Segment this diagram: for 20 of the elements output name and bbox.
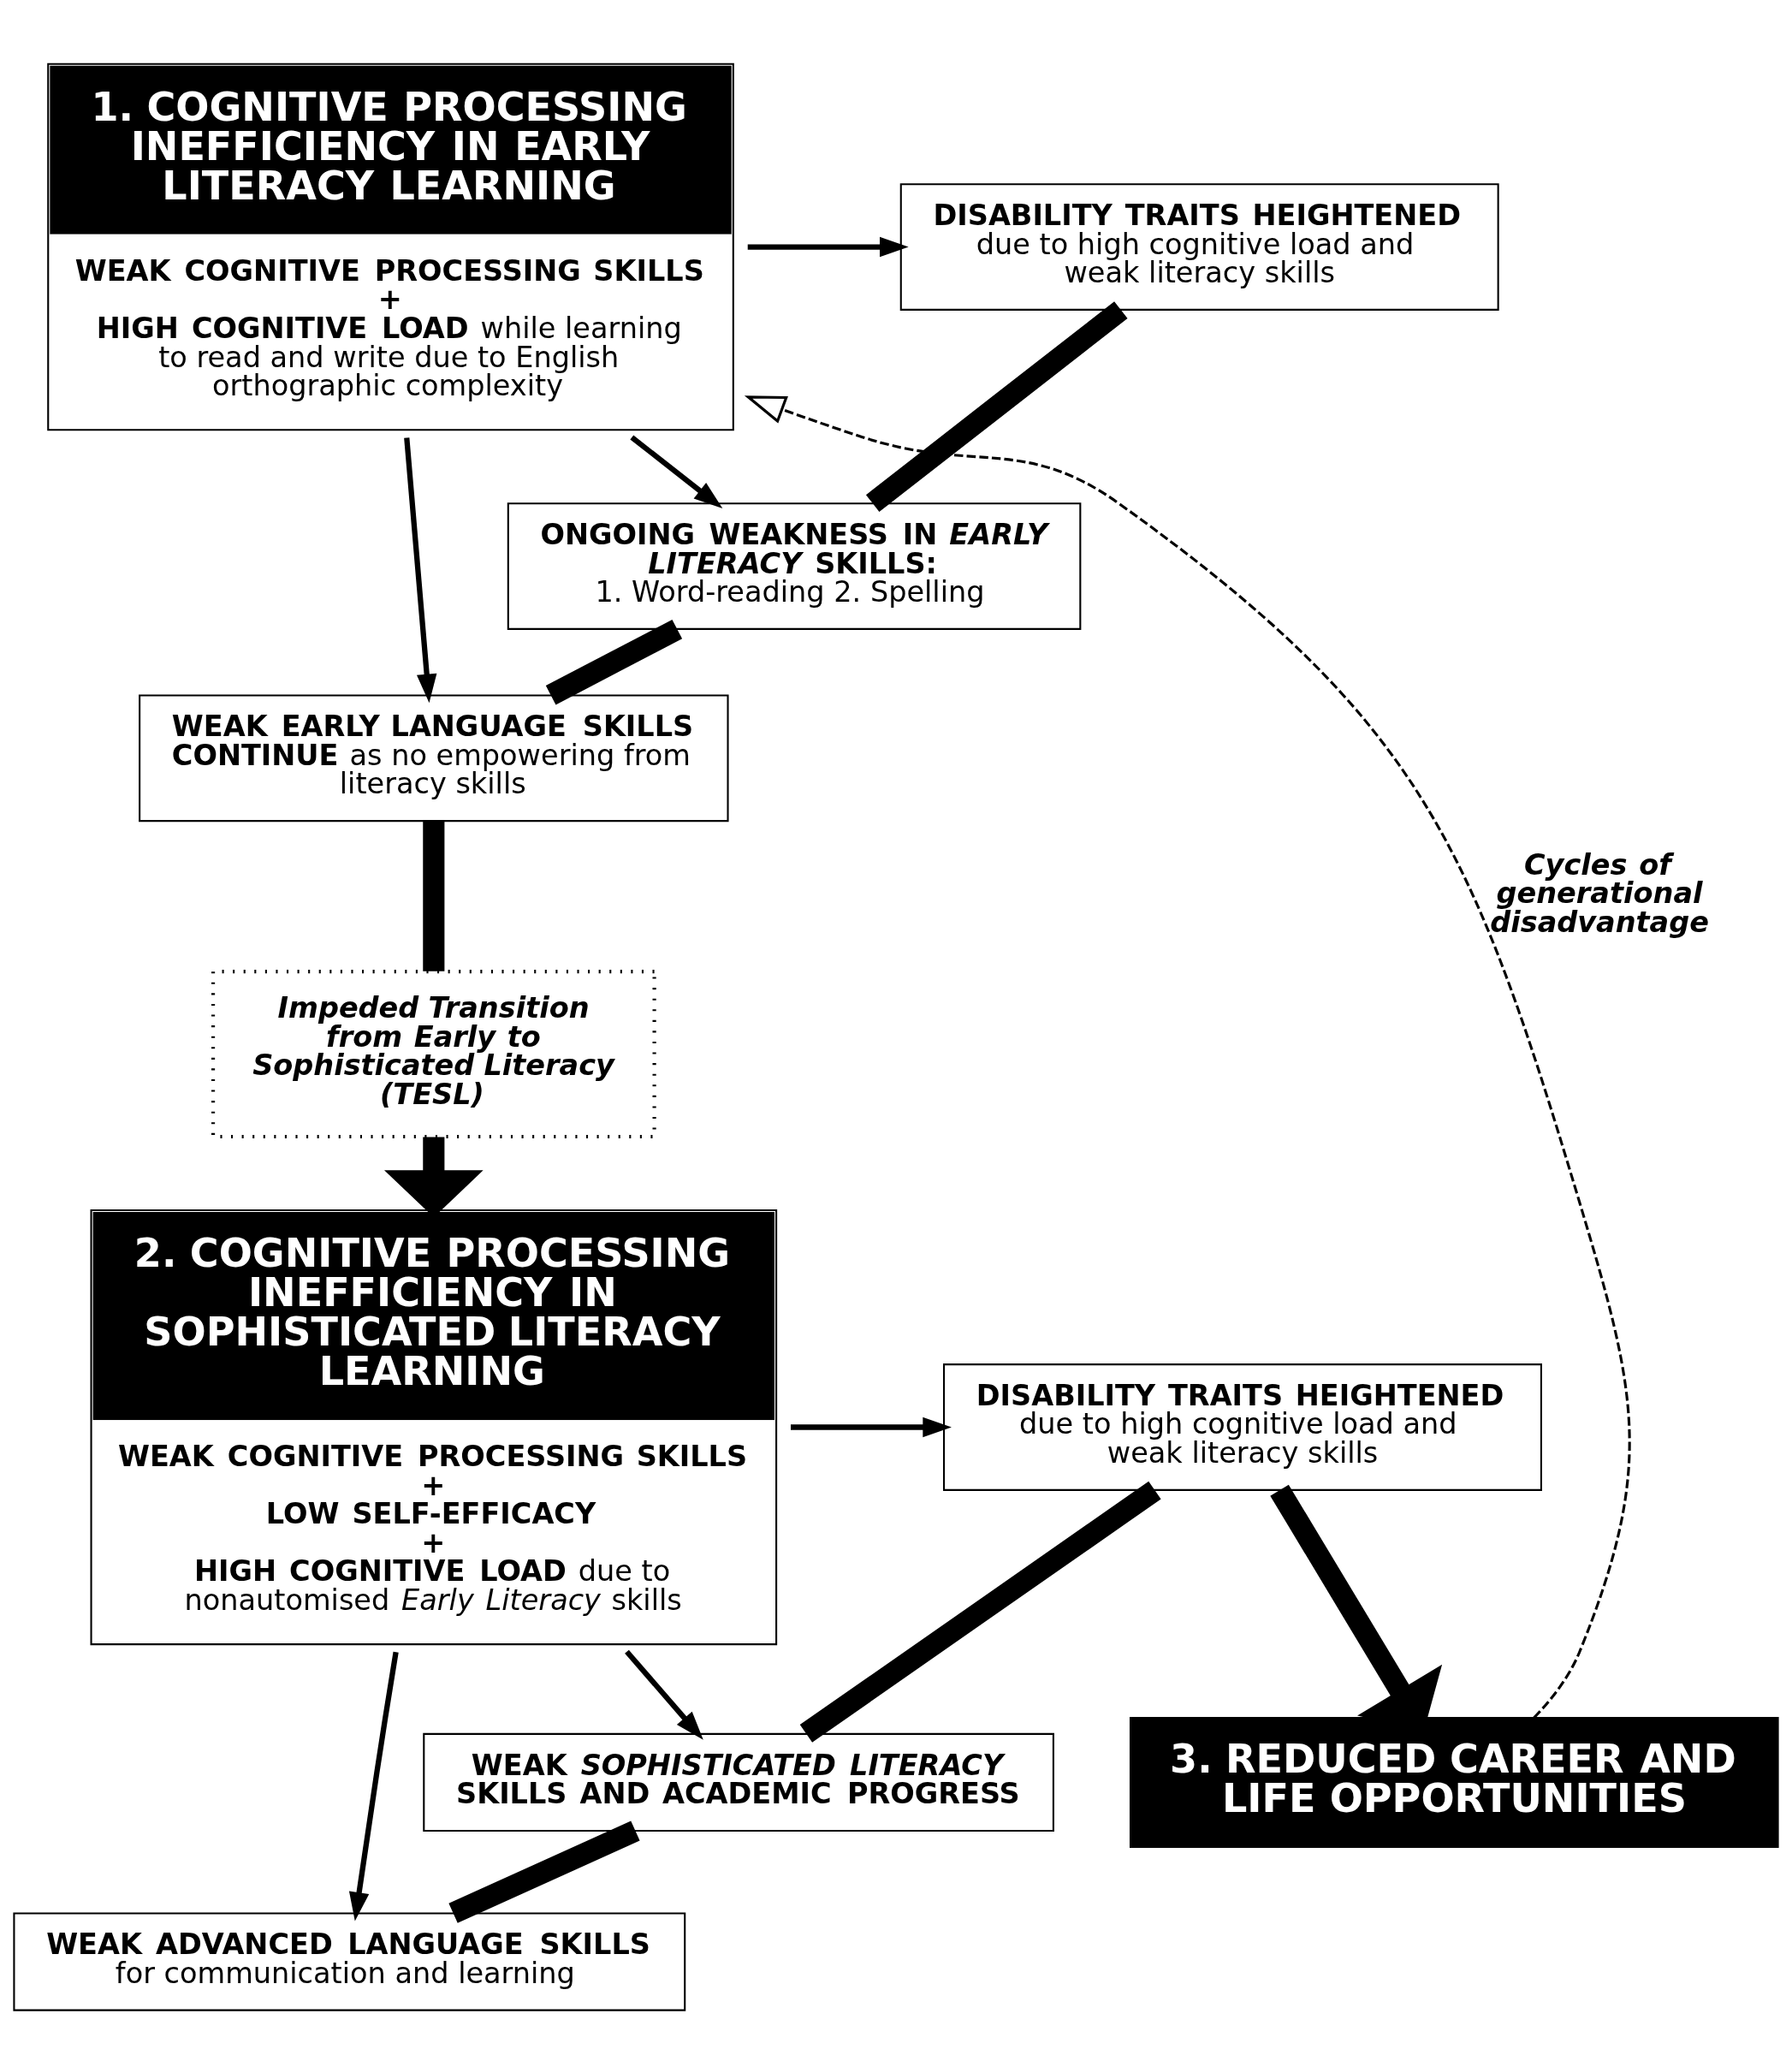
connector <box>423 821 445 971</box>
arrow <box>630 435 723 508</box>
arrow <box>348 1651 399 1921</box>
node-box: WEAK SOPHISTICATED LITERACY SKILLS AND ACADEMIC PROGRESS <box>423 1732 1054 1832</box>
connector <box>799 1481 1161 1743</box>
node-box: DISABILITY TRAITS HEIGHTENED due to high cognitive load and weak literacy skills <box>943 1363 1542 1491</box>
node-box: 3. REDUCED CAREER AND LIFE OPPORTUNITIES <box>1129 1716 1779 1848</box>
node-box: ONGOING WEAKNESS IN EARLY LITERACY SKILLS: 1. Word-reading 2. Spelling <box>507 502 1082 630</box>
arrow <box>404 437 437 704</box>
arrow <box>744 395 1631 1719</box>
arrow <box>625 1649 703 1740</box>
node-box: DISABILITY TRAITS HEIGHTENED due to high cognitive load and weak literacy skills <box>899 183 1499 311</box>
arrow <box>747 236 909 258</box>
node-box: WEAK ADVANCED LANGUAGE SKILLS for communication and learning <box>13 1912 686 2011</box>
connector <box>448 1821 640 1923</box>
connector <box>865 301 1128 513</box>
node-box: Impeded Transition from Early to Sophisticated Literacy (TESL) <box>211 970 656 1139</box>
connector <box>545 619 683 705</box>
edge-label: Cycles of generational disadvantage <box>1490 847 1709 939</box>
node-box: WEAK EARLY LANGUAGE SKILLS CONTINUE as no empowering from literacy skills <box>139 694 729 823</box>
